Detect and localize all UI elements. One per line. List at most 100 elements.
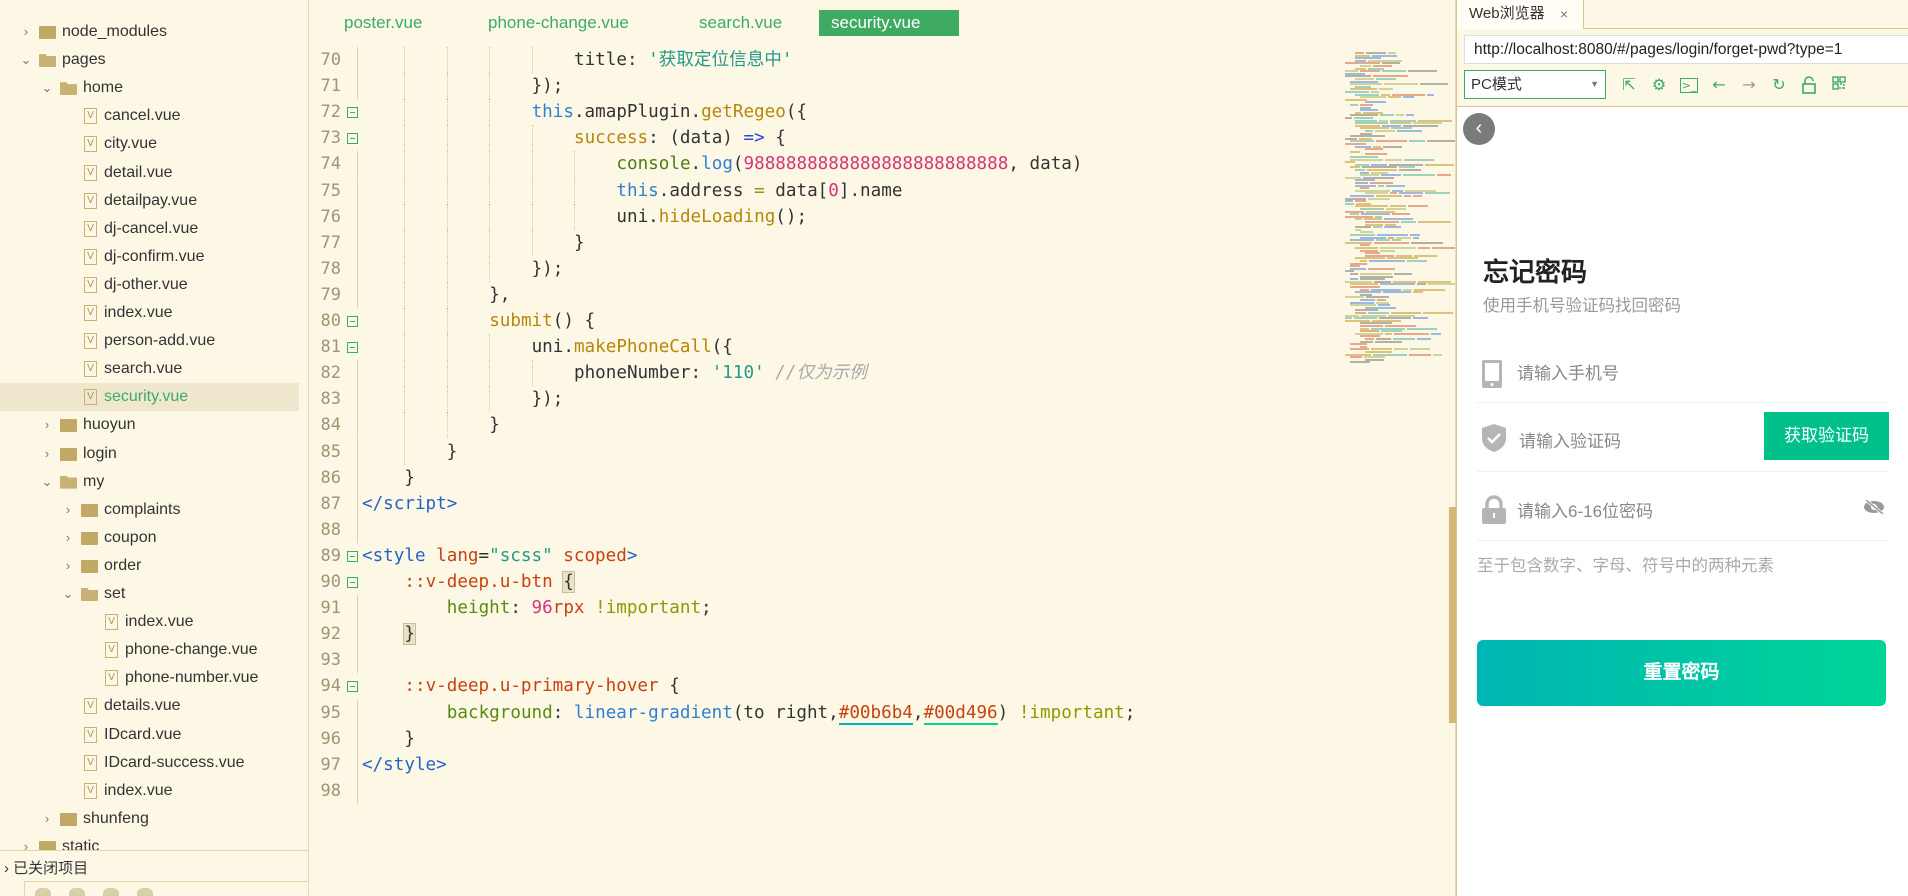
code-text: },	[489, 282, 510, 308]
minimap-line	[1387, 96, 1401, 99]
tab-security[interactable]: security.vue	[819, 10, 959, 36]
minimap-line	[1365, 296, 1389, 299]
mode-select[interactable]: PC模式▼	[1464, 70, 1606, 99]
folder-item[interactable]: ›coupon	[0, 524, 299, 552]
code-editor[interactable]: poster.vue phone-change.vue search.vue secu…	[310, 0, 1464, 896]
tab-phone-change[interactable]: phone-change.vue	[488, 13, 629, 32]
qrcode-icon[interactable]	[1830, 76, 1848, 94]
back-button[interactable]: ‹	[1463, 113, 1495, 145]
folder-item[interactable]: ›login	[0, 440, 299, 468]
unlock-icon[interactable]	[1800, 76, 1818, 94]
chevron-right-icon[interactable]: ›	[44, 445, 50, 461]
minimap[interactable]	[1343, 44, 1464, 374]
eye-off-icon[interactable]	[1863, 500, 1885, 514]
code-token: !important	[1018, 702, 1125, 723]
reset-password-button[interactable]: 重置密码	[1477, 640, 1886, 706]
phone-field[interactable]: 请输入手机号	[1477, 335, 1889, 403]
chevron-right-icon[interactable]: ›	[23, 24, 29, 39]
chevron-right-icon[interactable]: ›	[44, 417, 50, 433]
fold-toggle-icon[interactable]	[347, 133, 358, 145]
fold-toggle-icon[interactable]	[347, 316, 358, 327]
code-token: linear-gradient	[573, 702, 733, 723]
fold-toggle-icon[interactable]	[347, 681, 358, 693]
fold-toggle-icon[interactable]	[347, 342, 358, 354]
indent-guide	[404, 125, 406, 152]
tab-poster[interactable]: poster.vue	[344, 13, 423, 32]
close-icon[interactable]: ×	[1560, 6, 1569, 22]
refresh-icon[interactable]	[103, 888, 119, 896]
password-input[interactable]: 请输入6-16位密码	[1517, 502, 1654, 521]
folder-item[interactable]: ›node_modules	[0, 18, 299, 46]
fold-toggle-icon[interactable]	[347, 107, 358, 119]
chevron-right-icon[interactable]: ›	[65, 557, 71, 573]
fold-toggle-icon[interactable]	[347, 577, 358, 588]
minimap-line	[1355, 78, 1375, 80]
minimap-line	[1361, 213, 1390, 216]
folder-item[interactable]: ⌄my	[0, 468, 299, 496]
minimap-line	[1390, 127, 1412, 130]
open-external-icon[interactable]: ⇱	[1622, 75, 1636, 94]
chevron-down-icon[interactable]: ⌄	[41, 473, 53, 489]
indent-guide	[404, 255, 406, 282]
chevron-right-icon[interactable]: ›	[65, 529, 71, 545]
editor-scrollbar[interactable]	[1449, 507, 1456, 723]
chevron-right-icon[interactable]: ›	[23, 838, 29, 854]
console-icon[interactable]: >_	[1680, 78, 1698, 93]
gear-icon[interactable]: ⚙	[1651, 75, 1667, 94]
url-input[interactable]: http://localhost:8080/#/pages/login/forg…	[1464, 35, 1908, 64]
chevron-down-icon[interactable]: ⌄	[20, 52, 32, 68]
chevron-down-icon[interactable]: ⌄	[41, 80, 53, 96]
chevron-down-icon[interactable]: ⌄	[62, 586, 74, 601]
code-text: <style lang="scss" scoped>	[362, 543, 637, 569]
chevron-right-icon[interactable]: ›	[44, 810, 50, 826]
folder-item[interactable]: ›huoyun	[0, 411, 299, 439]
fold-toggle-icon[interactable]	[347, 550, 358, 562]
password-field[interactable]: 请输入6-16位密码	[1477, 473, 1889, 541]
folder-item[interactable]: ›complaints	[0, 496, 299, 524]
get-code-button[interactable]: 获取验证码	[1764, 412, 1889, 460]
closed-projects-toggle[interactable]: › 已关闭项目	[4, 860, 89, 877]
folder-item[interactable]: ›order	[0, 552, 299, 580]
phone-icon	[1482, 360, 1502, 388]
folder-item[interactable]: ›shunfeng	[0, 805, 299, 833]
tab-search[interactable]: search.vue	[699, 13, 783, 32]
vue-file-icon: V	[84, 333, 97, 350]
phone-input[interactable]: 请输入手机号	[1517, 364, 1619, 383]
folder-item[interactable]: ⌄home	[0, 74, 299, 102]
folder-item[interactable]: ⌄pages	[0, 46, 299, 74]
code-input[interactable]: 请输入验证码	[1519, 432, 1621, 451]
code-field[interactable]: 请输入验证码 获取验证码	[1477, 404, 1889, 472]
globe-icon[interactable]	[137, 888, 153, 896]
vue-file-icon: V	[84, 136, 97, 153]
plugin-icon[interactable]	[35, 888, 51, 896]
debug-icon[interactable]	[69, 888, 85, 896]
chevron-right-icon[interactable]: ›	[65, 501, 71, 517]
minimap-line	[1350, 265, 1361, 268]
code-text: uni.makePhoneCall({	[532, 334, 733, 360]
refresh-icon[interactable]: ↻	[1772, 75, 1786, 94]
back-arrow-icon[interactable]: ←	[1712, 75, 1726, 94]
folder-item[interactable]: ⌄set	[0, 580, 299, 608]
browser-tab[interactable]: Web浏览器×	[1457, 0, 1584, 29]
forward-arrow-icon[interactable]: →	[1742, 75, 1756, 94]
